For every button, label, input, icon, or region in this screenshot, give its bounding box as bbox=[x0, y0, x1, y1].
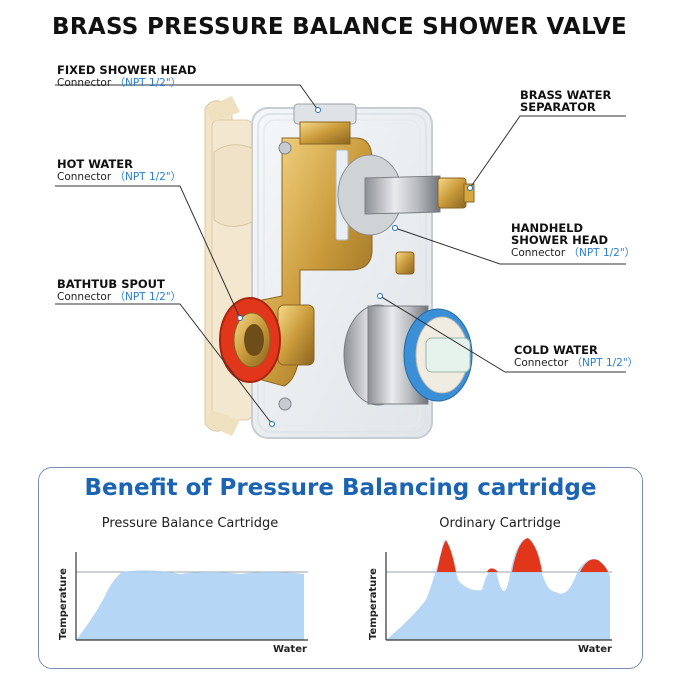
temperature-spike bbox=[512, 538, 542, 572]
connector-spec: （NPT 1/2"） bbox=[571, 357, 639, 370]
connector-spec: （NPT 1/2"） bbox=[114, 171, 182, 184]
benefit-title: Benefit of Pressure Balancing cartridge bbox=[84, 475, 597, 501]
page-title: BRASS PRESSURE BALANCE SHOWER VALVE bbox=[52, 14, 627, 40]
callout-lines bbox=[55, 84, 626, 427]
cartridge-assembly bbox=[343, 304, 473, 406]
left-chart-title: Pressure Balance Cartridge bbox=[101, 516, 279, 531]
left-y-axis-label: Temperature bbox=[58, 568, 69, 640]
callout-hot-water: HOT WATER Connector （NPT 1/2"） bbox=[57, 158, 181, 183]
left-diagram bbox=[75, 552, 308, 641]
callout-cold-water: COLD WATER Connector （NPT 1/2"） bbox=[514, 344, 638, 369]
connector-text: Connector bbox=[57, 171, 112, 184]
callout-name: HOT WATER bbox=[57, 157, 133, 171]
right-chart-title: Ordinary Cartridge bbox=[439, 516, 561, 531]
side-port bbox=[395, 251, 415, 275]
callout-name-line1: BRASS WATER bbox=[520, 88, 612, 102]
callout-name: FIXED SHOWER HEAD bbox=[57, 63, 197, 77]
connector-spec: （NPT 1/2"） bbox=[114, 77, 182, 90]
callout-bathtub-spout: BATHTUB SPOUT Connector （NPT 1/2"） bbox=[57, 278, 181, 303]
left-x-axis-label: Water bbox=[273, 644, 307, 655]
connector-spec: （NPT 1/2"） bbox=[568, 247, 636, 260]
connector-text: Connector bbox=[511, 247, 566, 260]
diverter-stem bbox=[337, 154, 475, 236]
callout-name: BATHTUB SPOUT bbox=[57, 277, 165, 291]
callout-name-line2: SEPARATOR bbox=[520, 100, 596, 115]
temperature-area bbox=[76, 570, 304, 640]
connector-text: Connector bbox=[57, 77, 112, 90]
right-x-axis-label: Water bbox=[578, 644, 612, 655]
callout-name-line2: SHOWER HEAD bbox=[511, 233, 609, 248]
right-y-axis-label: Temperature bbox=[368, 568, 379, 640]
temperature-area bbox=[386, 538, 610, 640]
callout-brass-water-separator: BRASS WATER SEPARATOR bbox=[520, 89, 611, 113]
connector-spec: （NPT 1/2"） bbox=[114, 291, 182, 304]
temperature-spike bbox=[580, 559, 608, 572]
callout-fixed-shower-head: FIXED SHOWER HEAD Connector （NPT 1/2"） bbox=[57, 64, 196, 89]
temperature-spike bbox=[437, 540, 456, 572]
callout-handheld-shower-head: HANDHELD SHOWER HEAD Connector （NPT 1/2"… bbox=[511, 222, 635, 259]
right-diagram bbox=[385, 538, 612, 641]
callout-name: COLD WATER bbox=[514, 343, 598, 357]
temperature-spike bbox=[487, 568, 498, 572]
connector-text: Connector bbox=[57, 291, 112, 304]
callout-name-line1: HANDHELD bbox=[511, 221, 584, 235]
shower-valve-illustration bbox=[55, 84, 626, 439]
connector-text: Connector bbox=[514, 357, 569, 370]
hot-water-inlet bbox=[219, 297, 281, 383]
